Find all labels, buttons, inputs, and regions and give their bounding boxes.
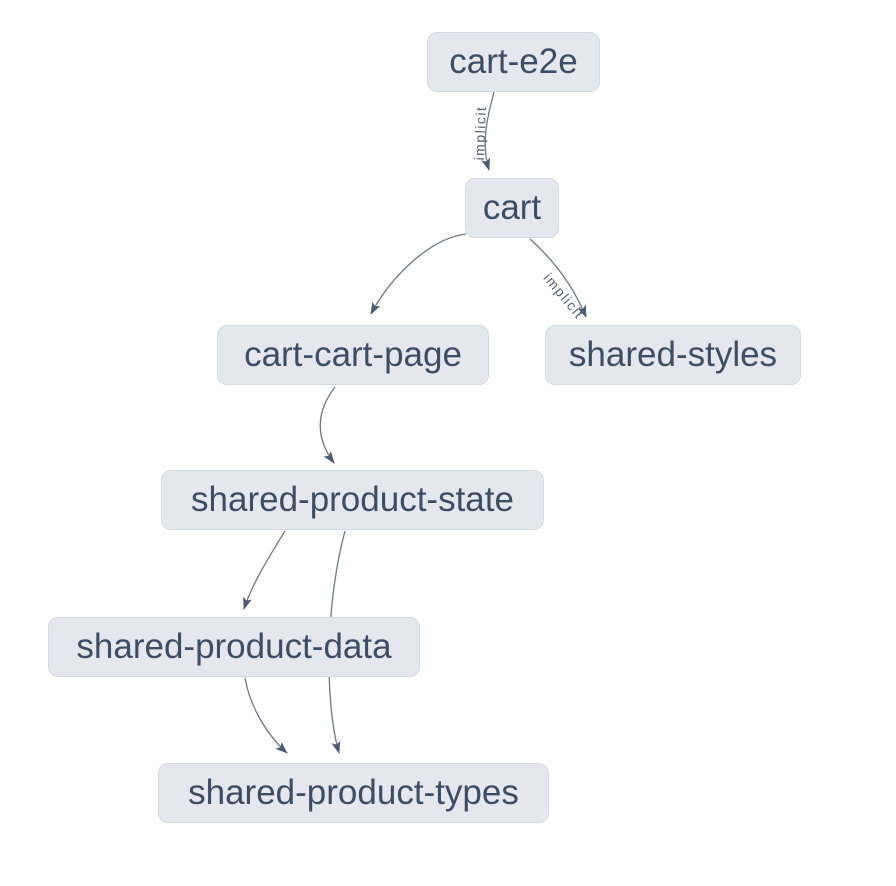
edge-cart-e2e-to-cart (481, 91, 495, 171)
node-shared-styles[interactable]: shared-styles (545, 325, 801, 385)
edge-shared-product-state-to-shared-product-data (243, 530, 286, 610)
edge-cart-to-shared-styles (529, 238, 587, 318)
node-shared-product-state[interactable]: shared-product-state (161, 470, 544, 530)
node-cart-e2e[interactable]: cart-e2e (427, 32, 600, 92)
edge-cart-to-cart-cart-page (370, 233, 467, 315)
edge-shared-product-data-to-shared-product-types (244, 677, 288, 754)
edge-cart-cart-page-to-shared-product-state (319, 386, 336, 464)
edge-label-implicit-cart-e2e-cart: implicit (471, 105, 489, 161)
node-shared-product-data[interactable]: shared-product-data (48, 617, 420, 677)
node-cart[interactable]: cart (465, 178, 559, 238)
node-cart-cart-page[interactable]: cart-cart-page (217, 325, 489, 385)
node-shared-product-types[interactable]: shared-product-types (158, 763, 549, 823)
